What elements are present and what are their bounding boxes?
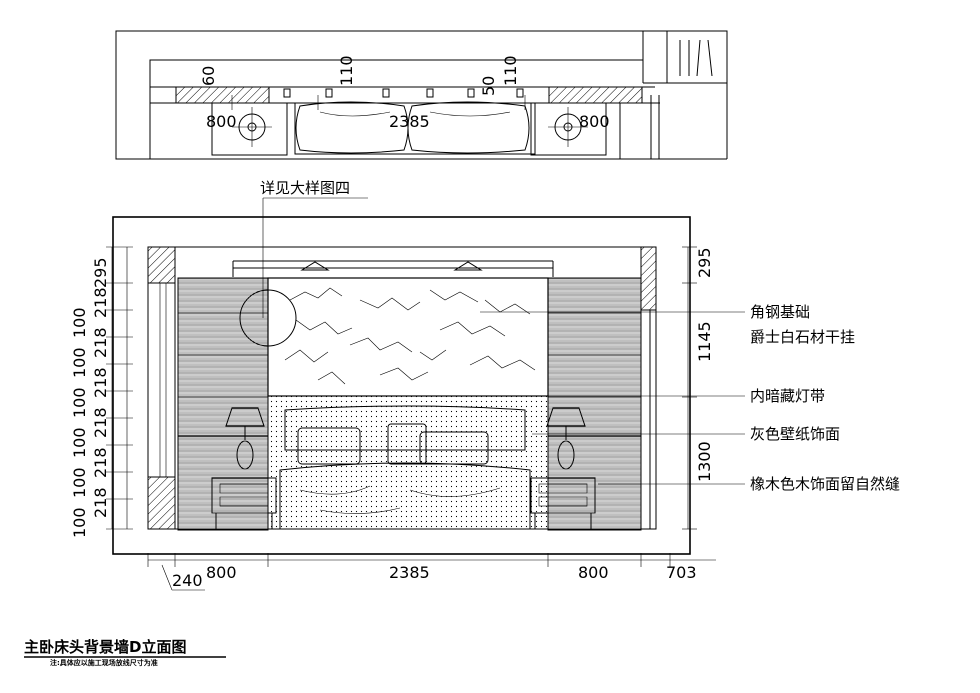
left-dim-outer-5: 100: [70, 507, 89, 538]
left-wood-panel: [177, 277, 269, 531]
left-column-hatch-top: [147, 246, 176, 284]
plan-vertical-hatch: [679, 39, 713, 77]
plan-dim-50: 50: [479, 76, 498, 96]
bottom-dim-240: 240: [172, 571, 203, 590]
detail-callout: 详见大样图四: [239, 179, 368, 347]
drawing-note: 注:具体应以施工现场放线尺寸为准: [50, 658, 158, 667]
plan-view: 60 110 50 110 800 2385 800: [115, 30, 728, 160]
left-dim-inner-0: 295: [91, 257, 110, 288]
ceiling-lights: [232, 260, 554, 277]
left-dim-outer-1: 100: [70, 347, 89, 378]
right-column-hatch: [640, 246, 657, 311]
plan-dim-800-left: 800: [206, 112, 237, 131]
right-lamp-nightstand: [530, 407, 596, 529]
plan-dim-110-left: 110: [337, 55, 356, 86]
wallpaper-panel: [267, 395, 549, 530]
marble-veins: [284, 287, 536, 385]
bottom-dimension-chain: [147, 553, 716, 591]
plan-dimension-lines: [170, 95, 650, 110]
plan-right-stone-band: [548, 86, 643, 104]
right-dim-1300: 1300: [695, 441, 714, 482]
annotation-leaders: [398, 311, 745, 485]
wood-panel-joints: [178, 312, 641, 437]
elevation-view: 详见大样图四 角钢基础 爵士白石材干挂 内暗藏灯带 灰色壁纸饰面 橡木色木饰面留…: [70, 179, 900, 591]
detail-ref-label: 详见大样图四: [260, 179, 350, 197]
left-dim-inner-3: 218: [91, 367, 110, 398]
left-dim-outer-2: 100: [70, 387, 89, 418]
bottom-dim-703: 703: [666, 563, 697, 582]
plan-column: [666, 30, 728, 84]
left-dim-outer-4: 100: [70, 467, 89, 498]
left-column-hatch-bottom: [147, 476, 176, 530]
marble-panel: [267, 277, 549, 397]
left-dim-inner-4: 218: [91, 407, 110, 438]
annotation-steel-base: 角钢基础: [750, 303, 810, 321]
annotation-oak-veneer: 橡木色木饰面留自然缝: [750, 475, 900, 493]
elevation-outer-frame: [112, 216, 691, 555]
bed: [279, 405, 531, 530]
left-dim-inner-1: 218: [91, 287, 110, 318]
plan-small-posts: [283, 88, 524, 98]
right-dim-295: 295: [695, 247, 714, 278]
plan-dim-2385: 2385: [389, 112, 430, 131]
left-dimension-chain: [106, 246, 133, 530]
plan-left-stone-band: [175, 86, 270, 104]
left-dim-inner-5: 218: [91, 447, 110, 478]
plan-dim-800-right: 800: [579, 112, 610, 131]
plan-dim-110-right: 110: [501, 55, 520, 86]
left-dim-outer-0: 100: [70, 307, 89, 338]
plan-bed: [294, 101, 536, 155]
bottom-dim-2385: 2385: [389, 563, 430, 582]
annotation-hidden-light-strip: 内暗藏灯带: [750, 387, 825, 405]
left-dim-outer-3: 100: [70, 427, 89, 458]
bottom-dim-800-left: 800: [206, 563, 237, 582]
right-dimension-chain: [682, 246, 697, 530]
plan-dim-60: 60: [199, 66, 218, 86]
drawing-title-block: 主卧床头背景墙D立面图 注:具体应以施工现场放线尺寸为准: [24, 638, 226, 667]
left-lamp-nightstand: [211, 407, 277, 529]
annotation-grey-wallpaper: 灰色壁纸饰面: [750, 425, 840, 443]
annotation-jazz-white-stone: 爵士白石材干挂: [750, 328, 855, 346]
left-dim-inner-2: 218: [91, 327, 110, 358]
left-dim-inner-6: 218: [91, 487, 110, 518]
right-dim-1145: 1145: [695, 321, 714, 362]
bottom-dim-800-right: 800: [578, 563, 609, 582]
drawing-title: 主卧床头背景墙D立面图: [24, 638, 186, 656]
